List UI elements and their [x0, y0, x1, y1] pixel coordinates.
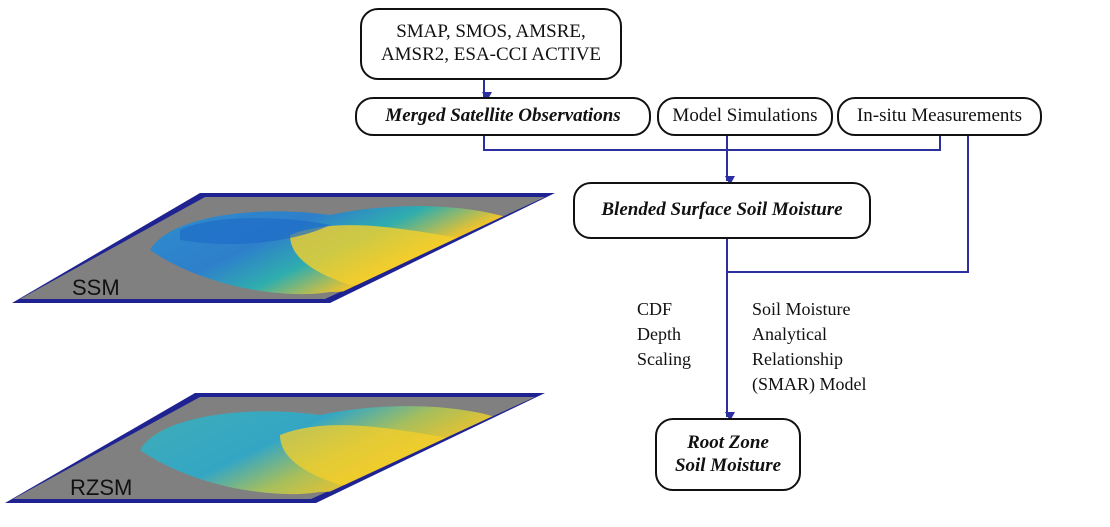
ssm-label: SSM — [72, 275, 120, 300]
ssm-map: SSM — [12, 193, 555, 303]
insitu-measurements-box: In-situ Measurements — [837, 97, 1042, 136]
smar-model-label: Soil Moisture Analytical Relationship (S… — [752, 299, 867, 394]
sources-line-1: SMAP, SMOS, AMSRE, — [396, 21, 586, 43]
rzsm-label: RZSM — [70, 475, 132, 500]
model-simulations-box: Model Simulations — [657, 97, 833, 136]
sources-box: SMAP, SMOS, AMSRE,AMSR2, ESA-CCI ACTIVE — [360, 8, 622, 80]
rzsm-map: RZSM — [5, 393, 545, 503]
sources-line-2: AMSR2, ESA-CCI ACTIVE — [380, 44, 602, 65]
merged-satellite-box: Merged Satellite Observations — [355, 97, 651, 136]
root-line-2: Soil Moisture — [674, 454, 782, 476]
line-insitu-to-root — [727, 135, 969, 273]
connectors — [482, 80, 969, 421]
root-line-1: Root Zone — [687, 431, 769, 453]
line-merged-insitu — [483, 135, 941, 151]
cdf-depth-scaling-label: CDF Depth Scaling — [637, 299, 691, 369]
blended-ssm-box: Blended Surface Soil Moisture — [573, 182, 871, 239]
